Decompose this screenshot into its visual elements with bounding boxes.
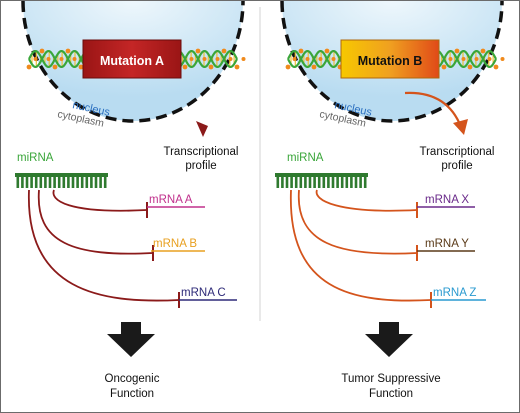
down-arrow-left xyxy=(107,322,155,357)
target-label-right-1: mRNA Y xyxy=(425,238,469,250)
mutation-label-right: Mutation B xyxy=(358,54,423,68)
function-label-left-line1: Oncogenic xyxy=(105,373,160,385)
mutation-box-right xyxy=(340,39,440,79)
mutation-label-left: Mutation A xyxy=(100,54,164,68)
target-label-right-0: mRNA X xyxy=(425,194,469,206)
target-curves-right xyxy=(290,189,432,308)
mirna-bar-right xyxy=(275,173,368,188)
function-label-left-line2: Function xyxy=(110,388,154,400)
profile-label-right-line1: Transcriptional xyxy=(420,146,495,158)
function-label-right-line1: Tumor Suppressive xyxy=(341,373,440,385)
mirna-label-right: miRNA xyxy=(287,152,324,164)
target-label-right-2: mRNA Z xyxy=(433,287,476,299)
profile-label-left-line2: profile xyxy=(185,160,216,172)
panel-right: Mutation B nucleus cytoplasm Transcripti… xyxy=(275,1,505,400)
target-label-left-1: mRNA B xyxy=(153,238,197,250)
target-label-left-2: mRNA C xyxy=(181,287,226,299)
mirna-bar-left xyxy=(15,173,108,188)
profile-arrow-right xyxy=(404,91,468,135)
mirna-label-left: miRNA xyxy=(17,152,54,164)
profile-arrow-left xyxy=(196,121,208,137)
panel-left: Mutation A nucleus cytoplasm Transcripti… xyxy=(15,1,246,400)
mutation-box-left xyxy=(82,39,182,79)
function-label-right-line2: Function xyxy=(369,388,413,400)
profile-label-right-line2: profile xyxy=(441,160,472,172)
down-arrow-right xyxy=(365,322,413,357)
target-label-left-0: mRNA A xyxy=(149,194,193,206)
profile-label-left-line1: Transcriptional xyxy=(164,146,239,158)
